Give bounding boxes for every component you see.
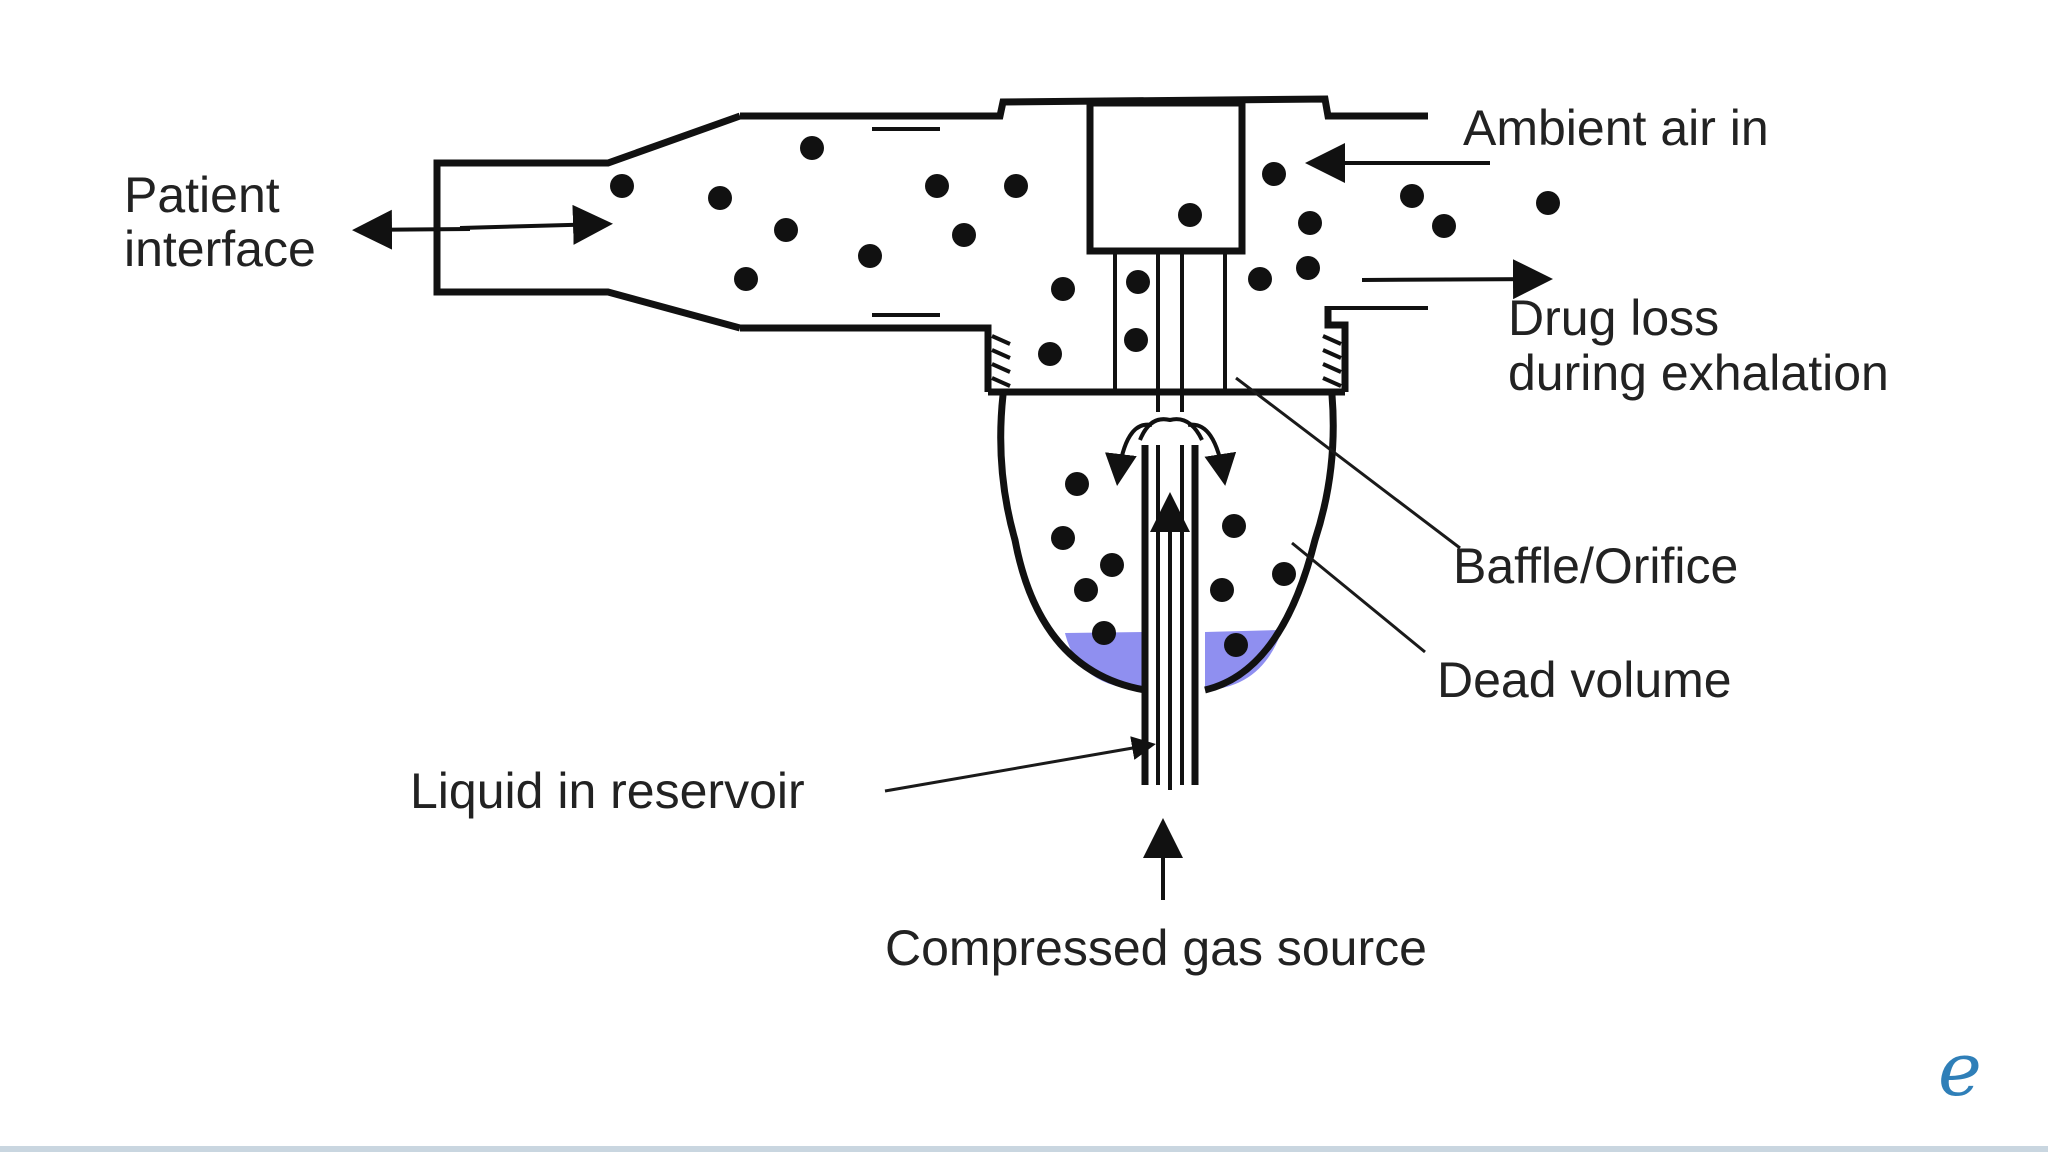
bottom-bar [0, 1146, 2048, 1152]
drug-loss-label: Drug loss [1508, 290, 1719, 346]
aerosol-particles [610, 136, 1560, 657]
gas-source-label: Compressed gas source [885, 920, 1427, 976]
leader-lines [884, 376, 1461, 793]
liquid-reservoir-label: Liquid in reservoir [410, 763, 805, 819]
patient-interface-label: Patient [124, 167, 280, 223]
dead-volume-label: Dead volume [1437, 652, 1732, 708]
flow-arrows [352, 143, 1553, 900]
baffle-label: Baffle/Orifice [1453, 538, 1738, 594]
drug-loss-label-2: during exhalation [1508, 345, 1889, 401]
e-logo-icon: e [1938, 1027, 1982, 1113]
ambient-air-label: Ambient air in [1463, 100, 1769, 156]
nebulizer-body [433, 95, 1428, 790]
patient-interface-label-2: interface [124, 221, 316, 277]
